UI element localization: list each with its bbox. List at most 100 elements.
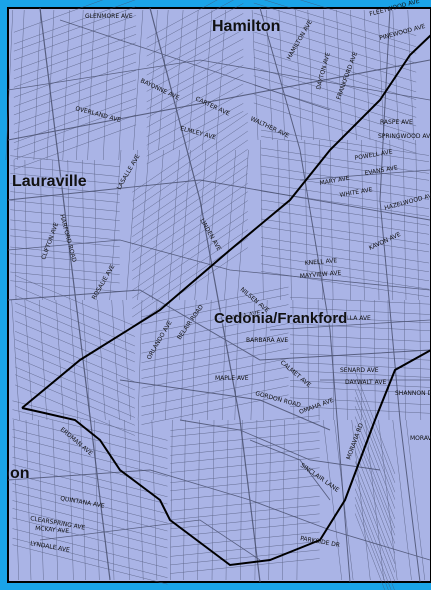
cross-street	[262, 299, 268, 421]
local-street	[15, 331, 135, 383]
cross-street	[202, 9, 213, 151]
cross-street	[124, 419, 130, 581]
street-label-glenmore: GLENMORE AVE	[85, 13, 133, 20]
local-street	[354, 380, 396, 483]
local-street	[12, 418, 168, 459]
cross-street	[147, 9, 158, 151]
street-label-barbara: BARBARA AVE	[246, 337, 288, 344]
local-street	[354, 450, 396, 554]
cross-street	[404, 299, 406, 421]
cross-street	[13, 159, 17, 301]
cross-street	[415, 139, 419, 301]
cross-street	[38, 299, 48, 421]
cross-street	[346, 299, 348, 421]
local-street	[146, 48, 244, 103]
local-street	[12, 464, 168, 505]
cross-street	[62, 9, 70, 161]
local-street	[13, 70, 137, 116]
street-label-mayview: MAYVIEW AVE	[300, 269, 342, 280]
local-street	[170, 415, 320, 431]
local-street	[13, 105, 137, 151]
cross-street	[375, 139, 380, 301]
local-street	[12, 428, 168, 470]
local-street	[170, 549, 320, 566]
cross-street	[402, 139, 407, 301]
cross-street	[152, 299, 158, 421]
local-street	[170, 521, 320, 538]
local-street	[12, 456, 168, 498]
local-street	[10, 271, 120, 284]
cross-street	[87, 9, 95, 161]
cross-street	[251, 9, 259, 141]
cross-street	[336, 9, 343, 141]
local-street	[141, 366, 289, 397]
local-street	[170, 531, 320, 548]
cross-street	[76, 9, 84, 161]
local-street	[13, 0, 104, 33]
local-street	[141, 348, 289, 379]
cross-street	[224, 149, 236, 301]
cross-street	[5, 9, 14, 161]
local-street	[170, 448, 320, 464]
local-street	[132, 173, 248, 253]
cross-street	[183, 419, 186, 581]
local-street	[13, 42, 137, 88]
local-street	[141, 304, 289, 335]
cross-street	[260, 139, 264, 301]
cross-street	[206, 299, 212, 421]
cross-street	[278, 9, 286, 141]
cross-street	[125, 149, 138, 301]
local-street	[290, 386, 430, 394]
local-street	[253, 31, 417, 83]
local-street	[10, 253, 120, 265]
cross-street	[109, 149, 122, 301]
street-label-mckay: MCKAY AVE	[35, 525, 70, 535]
local-street	[132, 113, 248, 193]
local-street	[15, 374, 135, 426]
local-street	[170, 484, 320, 501]
local-street	[260, 255, 430, 282]
local-street	[141, 358, 289, 389]
local-street	[12, 400, 168, 441]
street-label-shannon: SHANNON DR	[395, 390, 431, 397]
local-street	[132, 139, 248, 220]
cross-street	[206, 149, 219, 301]
cross-street	[268, 419, 271, 581]
cross-street	[347, 139, 351, 301]
local-street	[260, 237, 430, 264]
cross-street	[317, 299, 320, 421]
local-street	[132, 219, 248, 299]
local-street	[253, 66, 417, 118]
cross-street	[11, 299, 20, 421]
cross-street	[322, 419, 343, 581]
local-street	[290, 361, 430, 370]
cross-street	[266, 9, 273, 141]
local-street	[132, 191, 248, 271]
local-street	[10, 219, 120, 232]
local-street	[290, 323, 430, 331]
street-label-senard: SENARD AVE	[340, 367, 379, 374]
cross-street	[295, 9, 302, 141]
local-street	[13, 97, 137, 143]
local-street	[290, 370, 430, 378]
cross-street	[389, 139, 394, 301]
local-street	[260, 263, 430, 290]
local-street	[13, 88, 137, 134]
local-street	[10, 191, 120, 203]
cross-street	[419, 299, 422, 421]
local-street	[299, 0, 417, 36]
street-label-daywalt: DAYWALT AVE	[345, 379, 386, 386]
local-street	[15, 357, 135, 409]
local-street	[354, 432, 396, 536]
local-street	[10, 155, 120, 167]
local-street	[10, 280, 120, 292]
local-street	[170, 421, 320, 437]
local-street	[146, 3, 244, 57]
local-street	[354, 406, 396, 509]
local-street	[10, 228, 120, 241]
local-street	[146, 0, 234, 48]
local-street	[10, 246, 120, 259]
local-street	[253, 12, 417, 64]
cross-street	[25, 419, 32, 581]
